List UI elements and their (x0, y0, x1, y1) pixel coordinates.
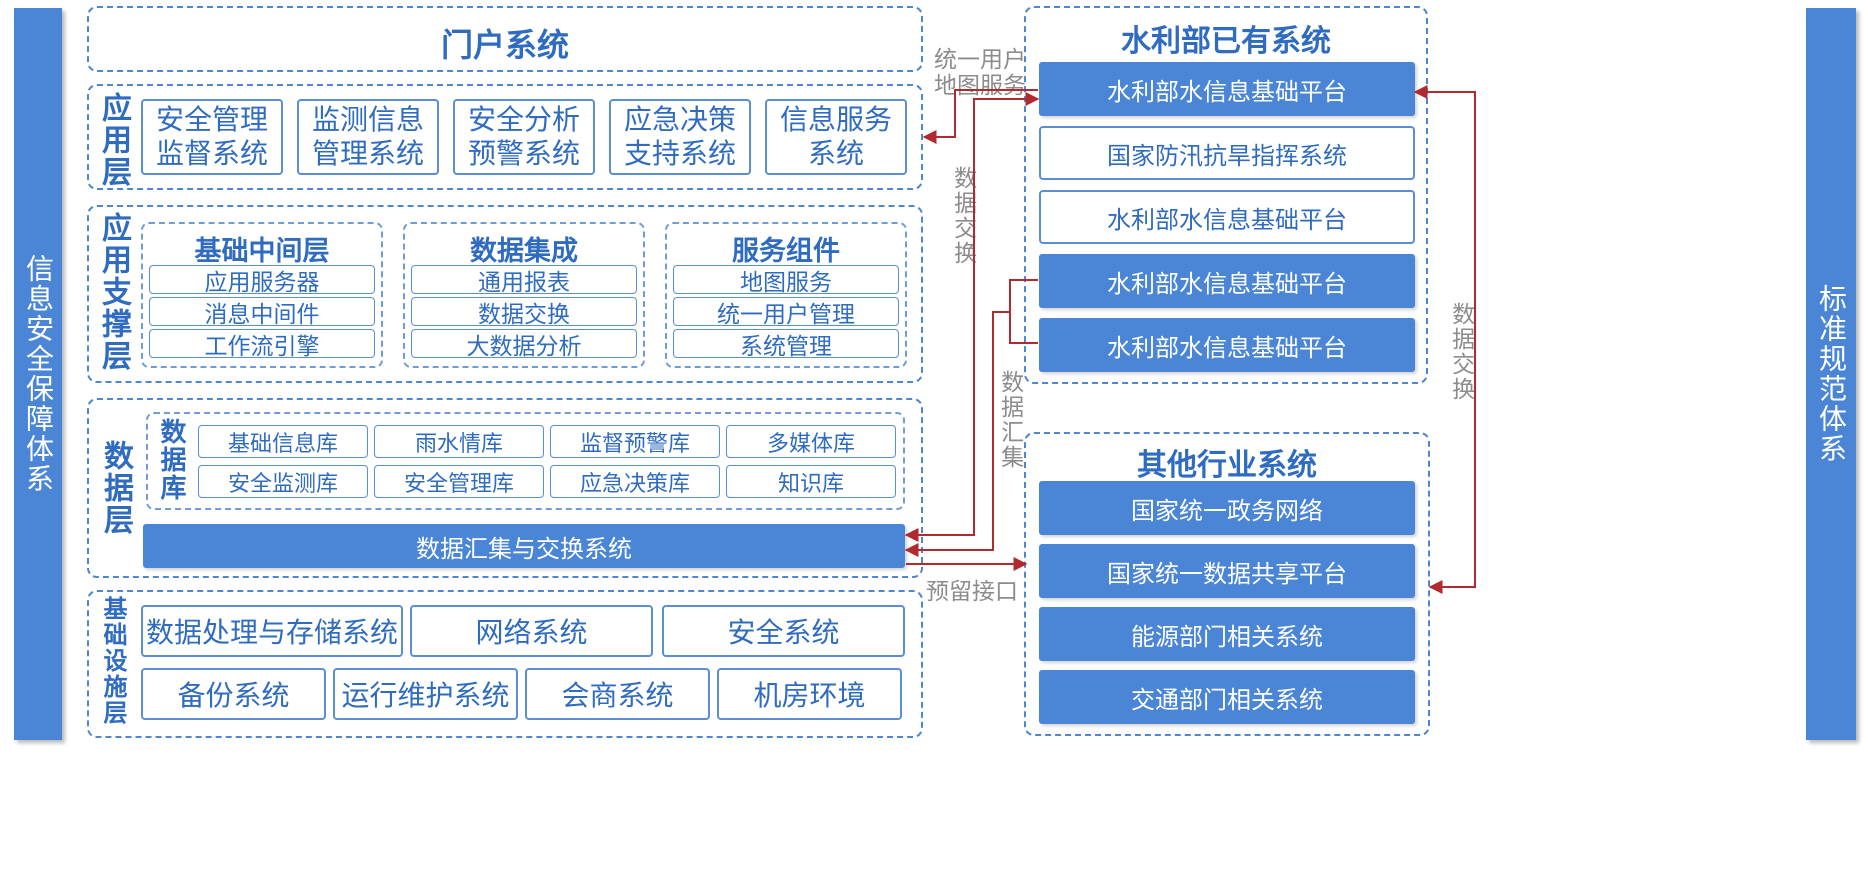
arrow-data-collect (904, 311, 1010, 557)
unified-user-label: 统一用户 (934, 47, 1026, 73)
ministry-system-3[interactable]: 水利部水信息基础平台 (1039, 254, 1415, 308)
portal-frame (87, 6, 923, 72)
support-item[interactable]: 地图服务 (673, 265, 899, 296)
infra-item[interactable]: 运行维护系统 (333, 668, 518, 720)
support-item[interactable]: 统一用户管理 (673, 297, 899, 328)
database-item[interactable]: 多媒体库 (726, 425, 896, 458)
infra-item[interactable]: 数据处理与存储系统 (141, 605, 403, 657)
data-exchange-system[interactable]: 数据汇集与交换系统 (143, 524, 905, 568)
infra-layer-label: 基础设施层 (99, 596, 127, 726)
database-item[interactable]: 雨水情库 (374, 425, 544, 458)
data-layer-label: 数据层 (98, 440, 133, 536)
app-module-2[interactable]: 安全分析 预警系统 (453, 99, 595, 175)
support-item[interactable]: 系统管理 (673, 329, 899, 360)
infra-item[interactable]: 网络系统 (410, 605, 653, 657)
ministry-system-4[interactable]: 水利部水信息基础平台 (1039, 318, 1415, 372)
arrow-collect-1 (1009, 279, 1038, 344)
support-item[interactable]: 工作流引擎 (149, 329, 375, 360)
infra-item[interactable]: 会商系统 (525, 668, 710, 720)
database-item[interactable]: 基础信息库 (198, 425, 368, 458)
infra-layer-frame (87, 590, 923, 738)
app-layer-label: 应用层 (96, 92, 131, 188)
support-group-title-0: 基础中间层 (194, 236, 330, 267)
database-label: 数据库 (156, 418, 186, 502)
other-system-0[interactable]: 国家统一政务网络 (1039, 481, 1415, 535)
database-item[interactable]: 安全管理库 (374, 465, 544, 498)
support-group-title-2: 服务组件 (732, 236, 840, 267)
support-item[interactable]: 应用服务器 (149, 265, 375, 296)
support-item[interactable]: 通用报表 (411, 265, 637, 296)
database-item[interactable]: 知识库 (726, 465, 896, 498)
support-group-frame-1 (403, 222, 645, 368)
support-item[interactable]: 大数据分析 (411, 329, 637, 360)
database-item[interactable]: 应急决策库 (550, 465, 720, 498)
arrow-data-exchange (904, 92, 1040, 542)
ministry-system-2[interactable]: 水利部水信息基础平台 (1039, 190, 1415, 244)
ministry-system-0[interactable]: 水利部水信息基础平台 (1039, 62, 1415, 116)
right-standard-bar: 标准规范体系 (1806, 8, 1856, 740)
left-security-bar: 信息安全保障体系 (14, 8, 62, 740)
support-group-frame-0 (141, 222, 383, 368)
database-item[interactable]: 安全监测库 (198, 465, 368, 498)
data-exchange-right-label: 数据交换 (1447, 302, 1474, 402)
infra-item[interactable]: 备份系统 (141, 668, 326, 720)
other-title: 其他行业系统 (1137, 448, 1317, 483)
reserved-interface-label: 预留接口 (926, 579, 1018, 605)
database-frame (146, 412, 905, 510)
infra-item[interactable]: 机房环境 (717, 668, 902, 720)
other-system-3[interactable]: 交通部门相关系统 (1039, 670, 1415, 724)
arrow-exchange-right (1413, 85, 1476, 594)
support-layer-label: 应用支撑层 (96, 212, 131, 372)
app-module-0[interactable]: 安全管理 监督系统 (141, 99, 283, 175)
app-module-4[interactable]: 信息服务 系统 (765, 99, 907, 175)
other-system-1[interactable]: 国家统一数据共享平台 (1039, 544, 1415, 598)
database-item[interactable]: 监督预警库 (550, 425, 720, 458)
app-module-1[interactable]: 监测信息 管理系统 (297, 99, 439, 175)
infra-item[interactable]: 安全系统 (662, 605, 905, 657)
support-item[interactable]: 消息中间件 (149, 297, 375, 328)
portal-title: 门户系统 (440, 26, 569, 64)
right-bar-label: 标准规范体系 (1815, 284, 1848, 464)
arrow-user-map (922, 89, 1038, 144)
other-system-2[interactable]: 能源部门相关系统 (1039, 607, 1415, 661)
support-group-title-1: 数据集成 (470, 236, 578, 267)
ministry-system-1[interactable]: 国家防汛抗旱指挥系统 (1039, 126, 1415, 180)
app-module-3[interactable]: 应急决策 支持系统 (609, 99, 751, 175)
left-bar-label: 信息安全保障体系 (22, 254, 55, 494)
support-item[interactable]: 数据交换 (411, 297, 637, 328)
ministry-title: 水利部已有系统 (1121, 24, 1331, 59)
